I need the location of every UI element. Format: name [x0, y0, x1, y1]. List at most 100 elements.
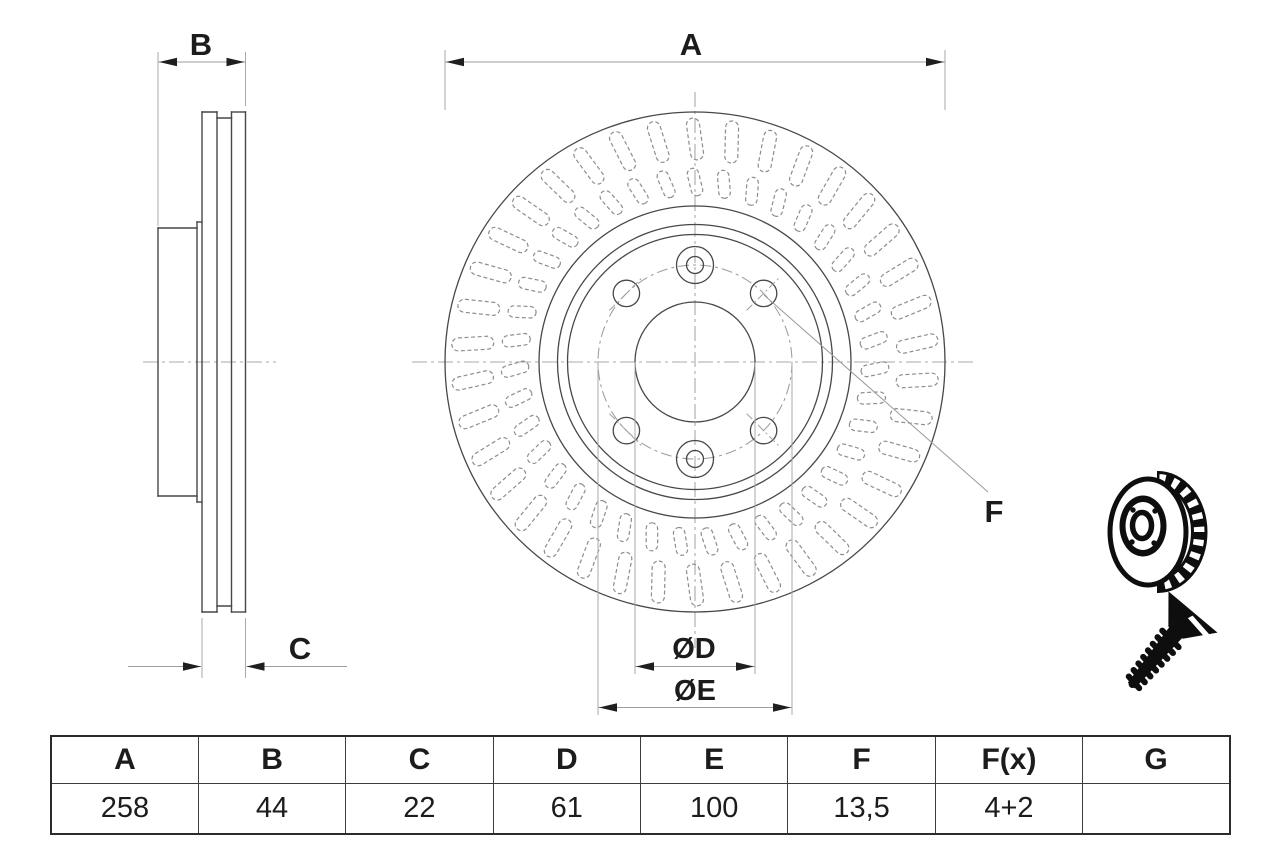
vent-slot — [895, 333, 939, 354]
vent-slot — [878, 440, 921, 463]
bolt-hole — [749, 416, 778, 445]
dimension-e: ØE — [597, 362, 793, 715]
arrowhead — [926, 57, 944, 67]
vent-slot — [540, 168, 576, 204]
arrowhead — [183, 662, 201, 671]
vent-slot — [842, 192, 876, 230]
screw-head-slot — [1187, 615, 1211, 639]
bolt-holes — [609, 276, 781, 448]
dimension-b-label: B — [190, 27, 212, 62]
table-header-fx: F(x) — [934, 735, 1084, 784]
vent-slot — [573, 147, 605, 185]
dimension-d: ØD — [634, 362, 756, 674]
vent-slot — [685, 563, 705, 607]
table-header-d: D — [492, 735, 642, 784]
screw-thread-ridge — [1140, 653, 1160, 674]
table-value-f: 13,5 — [787, 783, 936, 835]
vent-slot — [551, 226, 579, 248]
vent-slot — [488, 226, 529, 254]
vent-slot — [840, 497, 879, 529]
front-view — [412, 92, 977, 648]
vent-slot — [685, 117, 705, 161]
screw-hole — [675, 439, 715, 479]
vent-slot — [770, 188, 788, 217]
table-value-row: 258 44 22 61 100 13,5 4+2 — [50, 783, 1231, 835]
screw-thread-ridge — [1149, 640, 1171, 662]
vent-slot — [788, 145, 814, 187]
vent-slot — [608, 131, 637, 172]
vent-slot — [526, 439, 552, 465]
vent-slot — [457, 298, 501, 316]
vent-slot — [859, 331, 888, 350]
dimension-c: C — [128, 618, 347, 678]
disc-icon-bolt-dot — [1152, 508, 1158, 514]
vent-slot — [627, 177, 649, 205]
vent-slot — [831, 247, 855, 273]
table-value-e: 100 — [639, 783, 789, 835]
screw-thread-ridge — [1159, 627, 1182, 651]
vent-slot — [753, 552, 782, 593]
vent-slot — [599, 190, 624, 216]
table-value-a: 258 — [50, 783, 199, 835]
screw-thread-ridge — [1135, 660, 1154, 680]
vent-slot — [836, 443, 866, 461]
vent-slot — [458, 404, 500, 430]
vent-slot — [451, 335, 495, 352]
vent-slot — [589, 499, 608, 529]
arrowhead — [736, 662, 754, 671]
arrowhead — [246, 662, 265, 671]
dimension-c-label: C — [289, 631, 311, 666]
table-header-g: G — [1082, 735, 1231, 784]
vent-slot — [517, 276, 547, 293]
vent-slot — [814, 520, 850, 556]
table-value-d: 61 — [492, 783, 642, 835]
screw-head — [1168, 591, 1218, 639]
table-value-g — [1082, 783, 1231, 835]
dimensions-table: A B C D E F F(x) G 258 44 22 61 100 13,5… — [50, 735, 1231, 835]
vent-slot — [879, 257, 919, 288]
table-header-f: F — [787, 735, 936, 784]
vent-slot — [814, 223, 836, 251]
vent-slot — [471, 436, 511, 467]
vent-slot — [895, 372, 939, 389]
hub-hat-circle — [556, 223, 834, 501]
table-value-fx: 4+2 — [934, 783, 1084, 835]
disc-icon-bolt-dot — [1129, 539, 1135, 545]
vent-slot — [861, 470, 902, 498]
arrowhead — [636, 662, 654, 671]
vent-slot — [844, 273, 871, 297]
vent-slot — [890, 294, 932, 320]
table-value-b: 44 — [197, 783, 347, 835]
leader-f: F — [763, 294, 1003, 529]
vent-slot — [451, 370, 495, 391]
vent-slot — [860, 361, 890, 378]
brake-disc-3d-icon — [1107, 471, 1208, 593]
vent-slot — [656, 170, 676, 199]
dimension-e-label: ØE — [674, 675, 716, 707]
arrowhead — [599, 703, 617, 712]
screw-thread-ridge — [1130, 666, 1148, 686]
vent-slot — [854, 301, 882, 323]
bolt-hole — [749, 279, 778, 308]
table-header-c: C — [345, 735, 494, 784]
screw-threads — [1125, 627, 1182, 692]
screw-hole-bore — [685, 449, 705, 469]
vent-slot — [817, 166, 847, 206]
table-header-row: A B C D E F F(x) G — [50, 735, 1231, 784]
vent-slot — [650, 560, 666, 604]
vent-slot — [757, 129, 778, 173]
vent-slot — [646, 121, 670, 163]
arrowhead — [226, 57, 245, 67]
side-view-cross-section — [143, 111, 276, 613]
vent-slot — [793, 204, 813, 233]
screw-thread-ridge — [1125, 673, 1143, 692]
vent-slot — [616, 513, 633, 543]
arrowhead — [159, 57, 177, 67]
friction-ring-inner-circle — [538, 205, 852, 519]
screw-hole-bore — [685, 255, 705, 275]
leader-line — [763, 294, 989, 493]
vent-slot — [727, 523, 749, 551]
screw-holes — [675, 245, 715, 479]
